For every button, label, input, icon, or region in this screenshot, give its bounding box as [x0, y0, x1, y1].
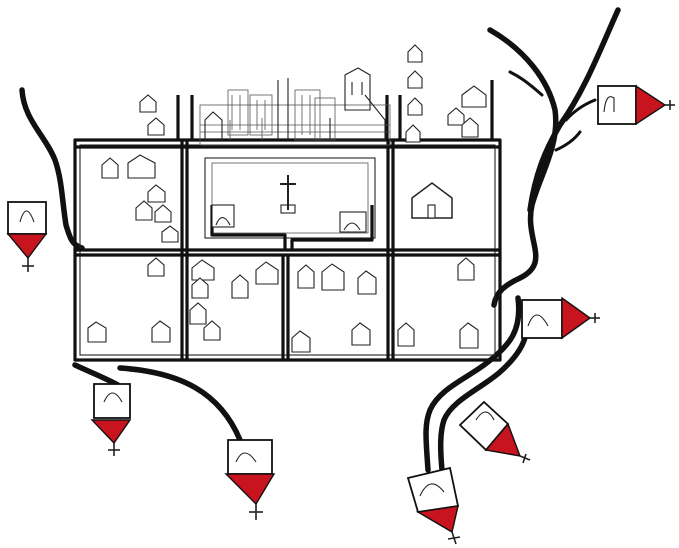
fountain-icon	[211, 204, 367, 233]
houses	[87, 44, 487, 353]
roadside-chapel-icon	[597, 84, 675, 126]
road-northeast-2	[527, 7, 621, 213]
roadside-chapel-icon	[406, 466, 461, 545]
central-square	[204, 157, 376, 250]
cross-icon	[280, 175, 296, 214]
cathedral-icon	[199, 67, 391, 146]
roadside-chapel-icon	[90, 383, 132, 456]
road-northwest	[19, 87, 85, 251]
town-wall	[73, 80, 502, 362]
roadside-chapel-icon	[458, 400, 531, 464]
roads	[19, 7, 621, 473]
road-branches	[508, 70, 597, 152]
road-south	[117, 365, 243, 443]
roadside-chapel-icon	[224, 439, 276, 520]
roadside-chapel-icon	[521, 296, 600, 340]
shrines	[6, 84, 675, 545]
road-southwest	[72, 362, 121, 388]
roadside-chapel-icon	[6, 201, 48, 272]
road-southeast-a	[423, 295, 522, 473]
road-southeast-b	[437, 307, 531, 473]
